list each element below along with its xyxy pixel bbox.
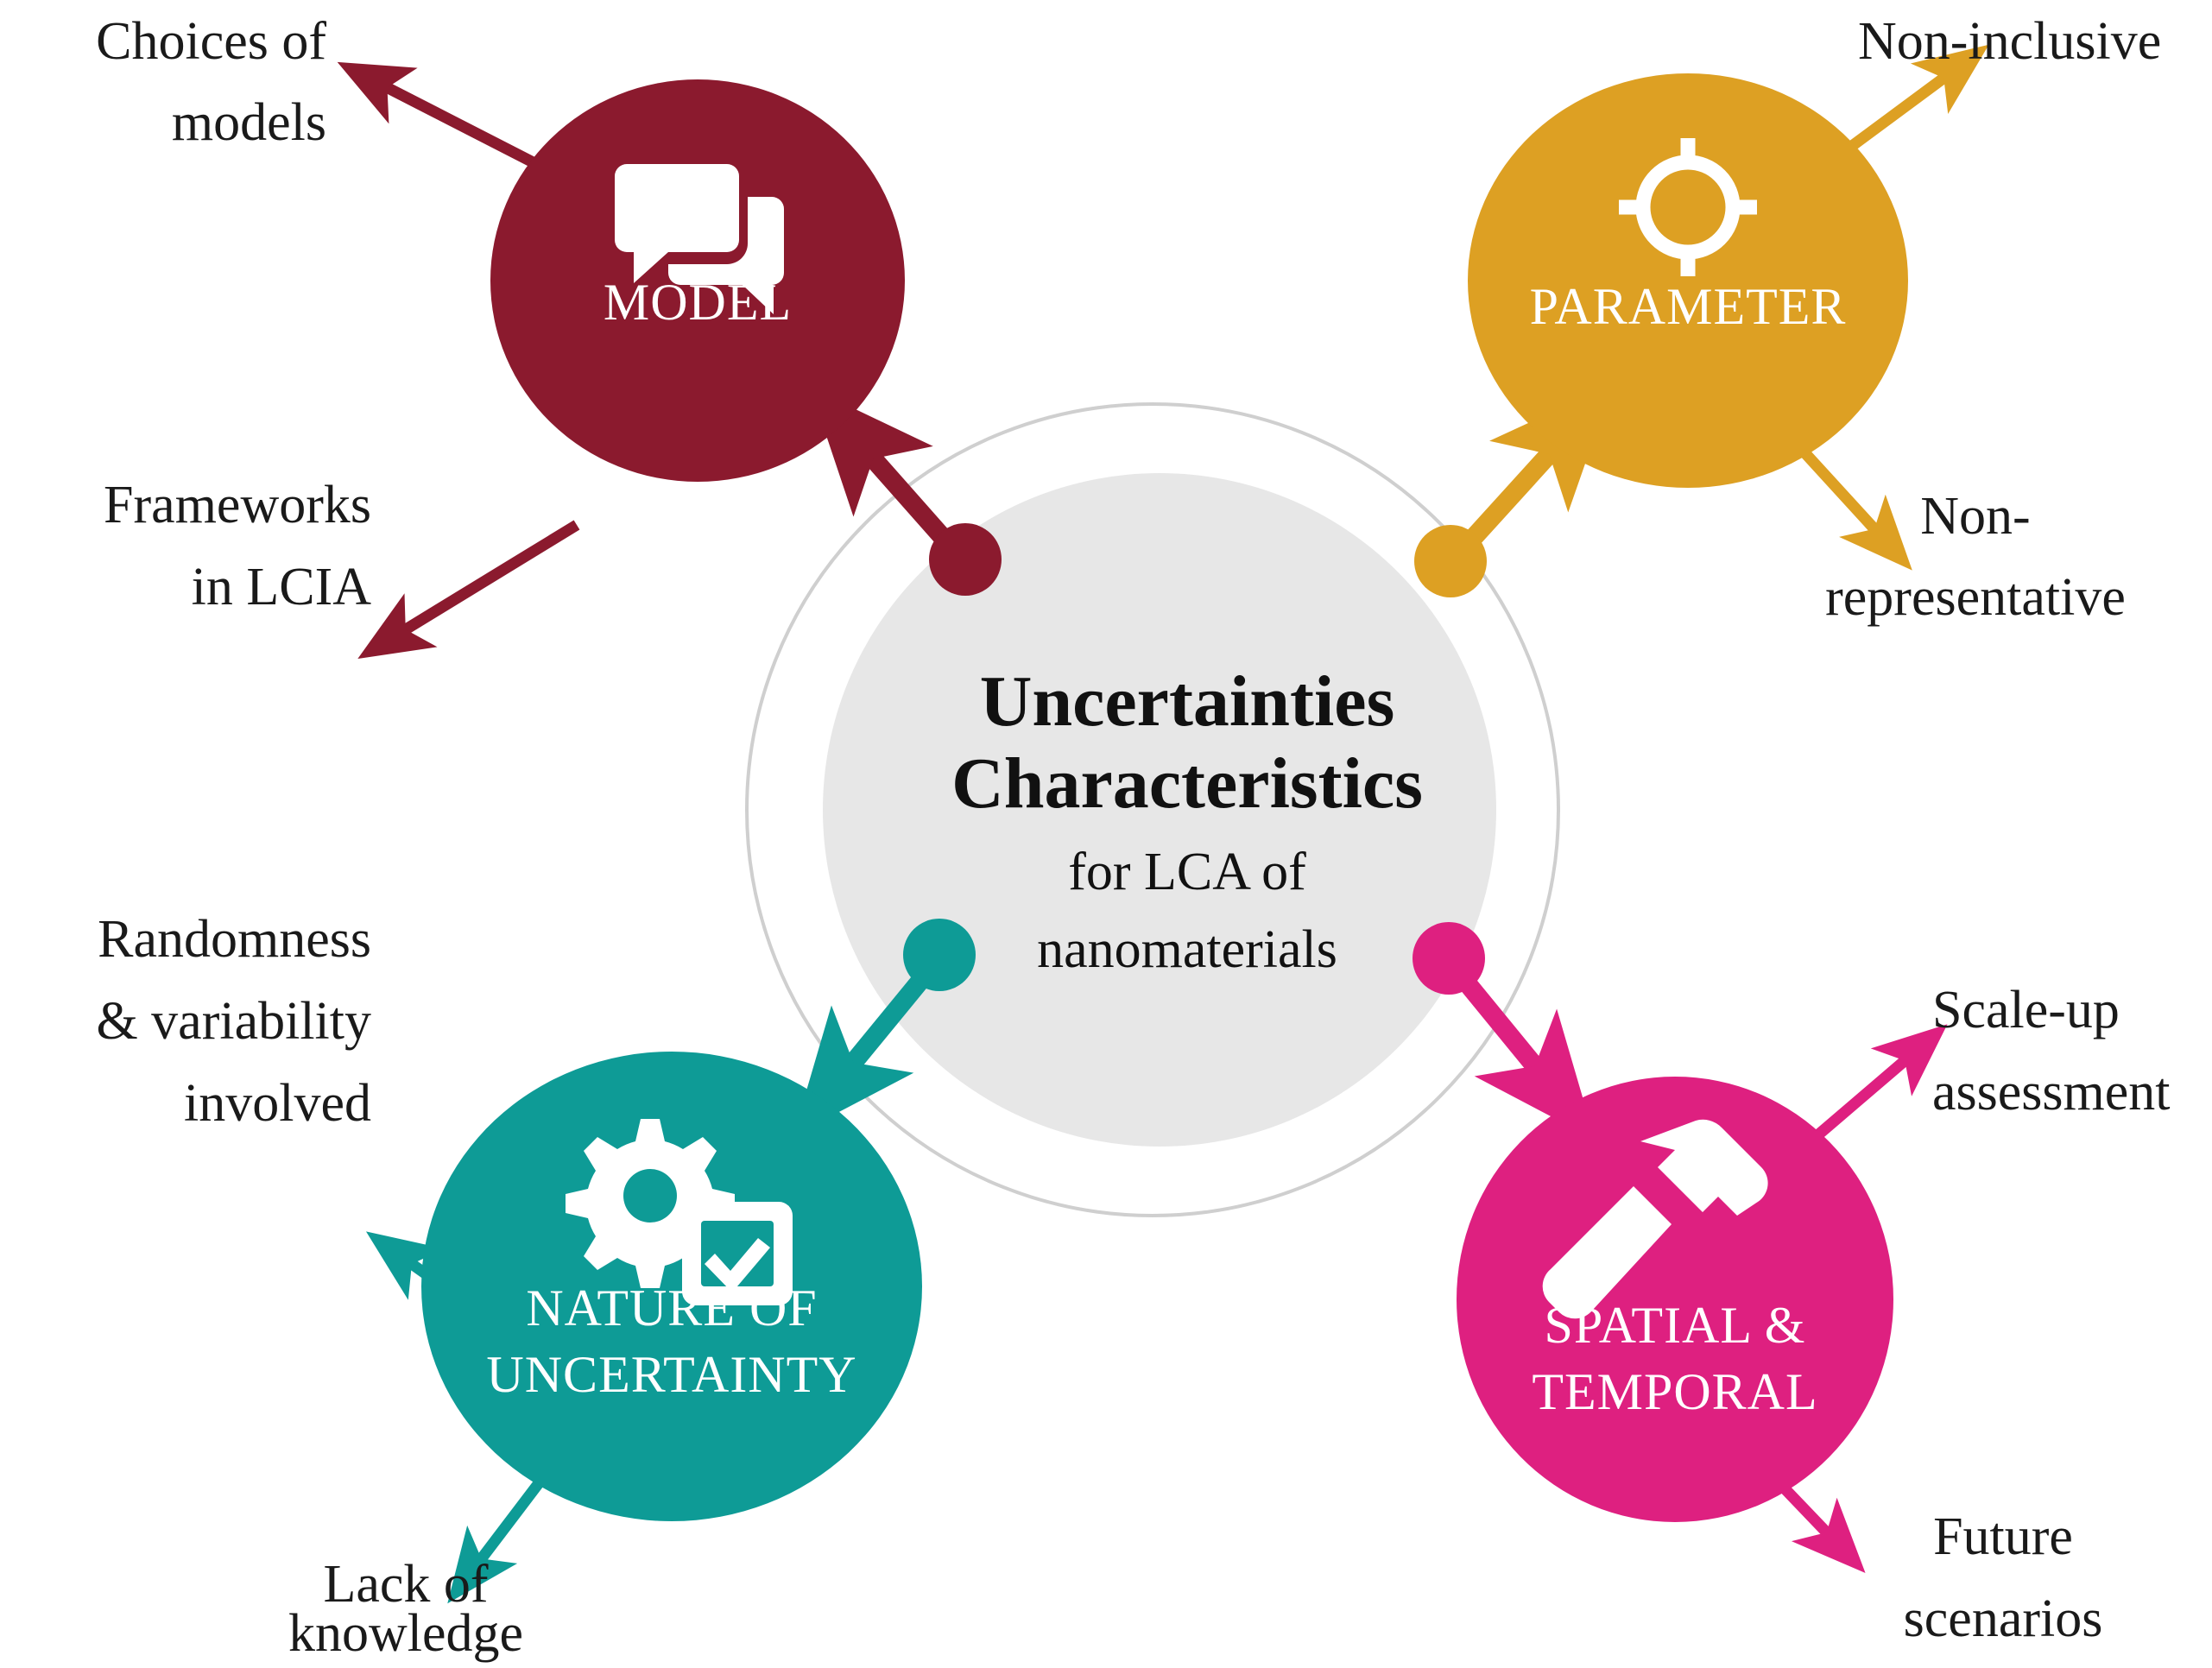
- center-inner-circle: [823, 473, 1496, 1147]
- leaf-non-representative: Non- representative: [1825, 487, 2126, 627]
- hammer-icon: [1542, 1119, 1768, 1319]
- leaf-line: Non-: [1920, 487, 2030, 546]
- leaf-line: Choices of: [96, 12, 326, 71]
- leaf-line: Non-inclusive: [1858, 12, 2161, 71]
- branch-nature-of-uncertainty[interactable]: NATURE OF UNCERTAINTY: [365, 919, 976, 1604]
- center-outer-ring: [745, 402, 1560, 1217]
- center-hub: Uncertainties Characteristics for LCA of…: [745, 402, 1560, 1217]
- leaf-line: in LCIA: [192, 558, 372, 616]
- node-label-nature-line1: NATURE OF: [526, 1279, 817, 1336]
- leaf-line: Future: [1933, 1507, 2073, 1566]
- branch-model[interactable]: MODEL: [337, 61, 1002, 660]
- connector-hub-to-parameter: [1460, 383, 1614, 551]
- arrow-parameter-to-noninclusive: [1842, 44, 1989, 156]
- arrow-model-to-frameworks: [357, 520, 580, 660]
- node-label-nature-line2: UNCERTAINTY: [486, 1346, 856, 1403]
- leaf-line: Scale-up: [1932, 981, 2120, 1039]
- leaf-line: representative: [1825, 568, 2126, 627]
- leaf-line: involved: [184, 1074, 371, 1133]
- center-title-line2: Characteristics: [951, 743, 1423, 824]
- connector-hub-to-spatial: [1453, 970, 1596, 1140]
- node-label-model: MODEL: [604, 274, 792, 331]
- leaf-lack-of-knowledge: Lack of knowledge: [288, 1555, 523, 1663]
- node-label-spatial-line1: SPATIAL &: [1545, 1297, 1806, 1354]
- leaf-line: Randomness: [98, 910, 371, 969]
- leaf-randomness-variability: Randomness & variability involved: [96, 910, 371, 1133]
- leaf-line: assessment: [1932, 1063, 2171, 1121]
- node-circle-parameter[interactable]: [1468, 73, 1908, 488]
- center-title-line1: Uncertainties: [980, 661, 1395, 742]
- connector-hub-to-nature: [793, 965, 936, 1136]
- leaf-line: scenarios: [1904, 1589, 2103, 1648]
- leaf-scale-up-assessment: Scale-up assessment: [1932, 981, 2171, 1121]
- leaf-frameworks-in-lcia: Frameworks in LCIA: [104, 476, 371, 616]
- connector-hub-to-model: [810, 387, 960, 555]
- node-label-parameter: PARAMETER: [1530, 278, 1847, 335]
- node-circle-nature[interactable]: [421, 1052, 922, 1521]
- connector-dot-nature: [903, 919, 976, 991]
- crosshair-target-icon: [1619, 138, 1757, 276]
- leaf-line: knowledge: [288, 1604, 523, 1663]
- arrow-nature-to-lack-of-knowledge: [447, 1473, 549, 1604]
- gear-checkbox-icon: [566, 1119, 793, 1305]
- leaf-choices-of-models: Choices of models: [96, 12, 326, 152]
- center-subtitle-line2: nanomaterials: [1037, 920, 1337, 979]
- leaf-line: models: [172, 93, 326, 152]
- speech-bubbles-icon: [615, 164, 784, 314]
- connector-dot-model: [929, 523, 1002, 596]
- node-label-spatial-line2: TEMPORAL: [1532, 1363, 1817, 1420]
- node-circle-spatial[interactable]: [1457, 1077, 1893, 1522]
- branch-parameter[interactable]: PARAMETER: [1414, 44, 1989, 597]
- branch-spatial-temporal[interactable]: SPATIAL & TEMPORAL: [1413, 922, 1948, 1573]
- leaf-non-inclusive: Non-inclusive: [1858, 12, 2161, 71]
- leaf-future-scenarios: Future scenarios: [1904, 1507, 2103, 1648]
- leaf-line: Frameworks: [104, 476, 371, 534]
- center-subtitle-line1: for LCA of: [1068, 843, 1306, 901]
- connector-dot-parameter: [1414, 525, 1487, 597]
- leaf-line: Lack of: [323, 1555, 488, 1614]
- connector-dot-spatial: [1413, 922, 1485, 995]
- leaf-line: & variability: [96, 992, 371, 1051]
- arrow-spatial-to-scaleup: [1800, 1024, 1948, 1151]
